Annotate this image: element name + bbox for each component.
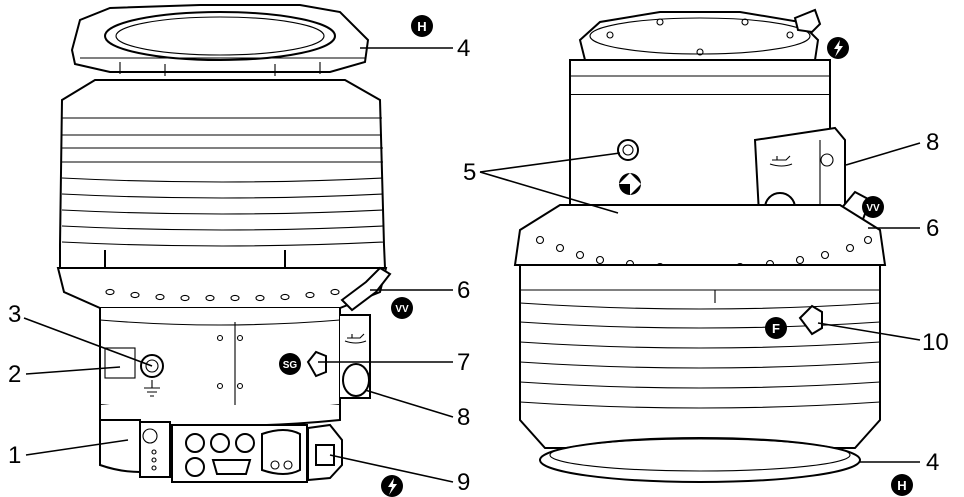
callout-3: 3 bbox=[8, 301, 21, 328]
right-pump-drawing bbox=[513, 8, 887, 483]
callout-4-bottom-right: 4 bbox=[926, 449, 939, 476]
lightning-icon bbox=[381, 475, 403, 497]
callout-9: 9 bbox=[457, 469, 470, 496]
callout-7: 7 bbox=[457, 349, 470, 376]
callout-8-left: 8 bbox=[457, 404, 470, 431]
callout-4-top-left: 4 bbox=[457, 35, 470, 62]
svg-text:VV: VV bbox=[866, 203, 880, 214]
callout-8-right: 8 bbox=[926, 129, 939, 156]
svg-text:SG: SG bbox=[283, 360, 298, 371]
svg-text:H: H bbox=[417, 19, 426, 34]
badge-sg: SG bbox=[279, 353, 301, 375]
callout-6-left: 6 bbox=[457, 277, 470, 304]
callout-6-right: 6 bbox=[926, 215, 939, 242]
callout-10: 10 bbox=[922, 329, 949, 356]
badge-vv-right: VV bbox=[862, 196, 884, 218]
callout-numbers: 4 3 2 1 6 7 8 9 5 8 6 10 4 bbox=[8, 35, 949, 496]
balance-mark-icon bbox=[619, 173, 641, 195]
oil-can-icon bbox=[344, 333, 367, 344]
leader-lines bbox=[23, 47, 921, 483]
svg-text:VV: VV bbox=[395, 304, 409, 315]
oil-can-icon bbox=[769, 155, 793, 167]
ground-icon bbox=[144, 380, 160, 397]
svg-text:H: H bbox=[897, 478, 906, 493]
badge-h-top: H bbox=[411, 15, 433, 37]
callout-2: 2 bbox=[8, 361, 21, 388]
lightning-icon bbox=[827, 37, 849, 59]
badge-f: F bbox=[765, 317, 787, 339]
left-pump-drawing bbox=[56, 4, 392, 483]
svg-text:F: F bbox=[772, 321, 780, 336]
badge-h-bottom: H bbox=[891, 474, 913, 496]
badge-vv-left: VV bbox=[391, 297, 413, 319]
callout-1: 1 bbox=[8, 442, 21, 469]
callout-5: 5 bbox=[463, 159, 476, 186]
